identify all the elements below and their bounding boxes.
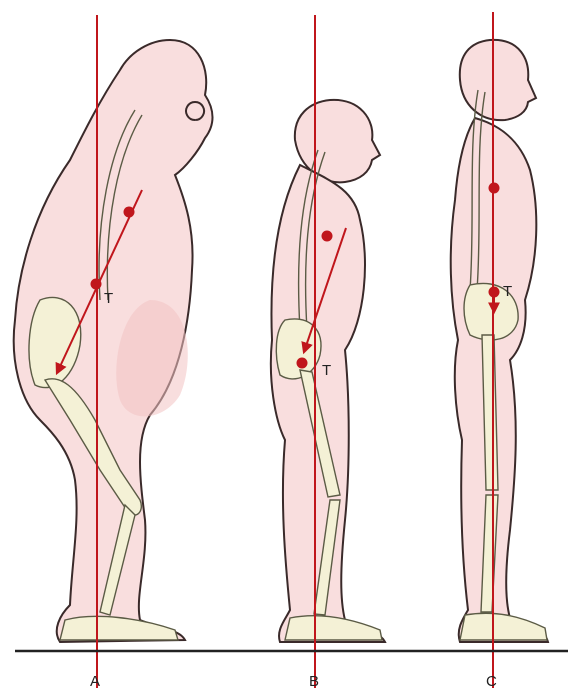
hominid-foot (285, 616, 382, 640)
point-t-c (489, 287, 500, 298)
center-of-mass-b (322, 231, 333, 242)
gorilla-foot (60, 616, 178, 640)
human-body (451, 118, 548, 642)
point-t-a (91, 279, 102, 290)
center-of-mass-c (489, 183, 500, 194)
panel-c-human: T C (451, 12, 548, 688)
panel-b-hominid: T B (271, 15, 385, 688)
marker-label-a: T (104, 290, 113, 307)
panel-label-b: B (309, 673, 319, 688)
center-of-mass-a (124, 207, 135, 218)
human-head (460, 40, 536, 120)
panel-label-c: C (486, 673, 497, 688)
panel-a-gorilla: T A (14, 15, 213, 688)
point-t-b (297, 358, 308, 369)
gorilla-ear (186, 102, 204, 120)
marker-label-c: T (503, 283, 512, 300)
human-foot (460, 613, 547, 640)
marker-label-b: T (322, 362, 331, 379)
panel-label-a: A (90, 673, 100, 688)
